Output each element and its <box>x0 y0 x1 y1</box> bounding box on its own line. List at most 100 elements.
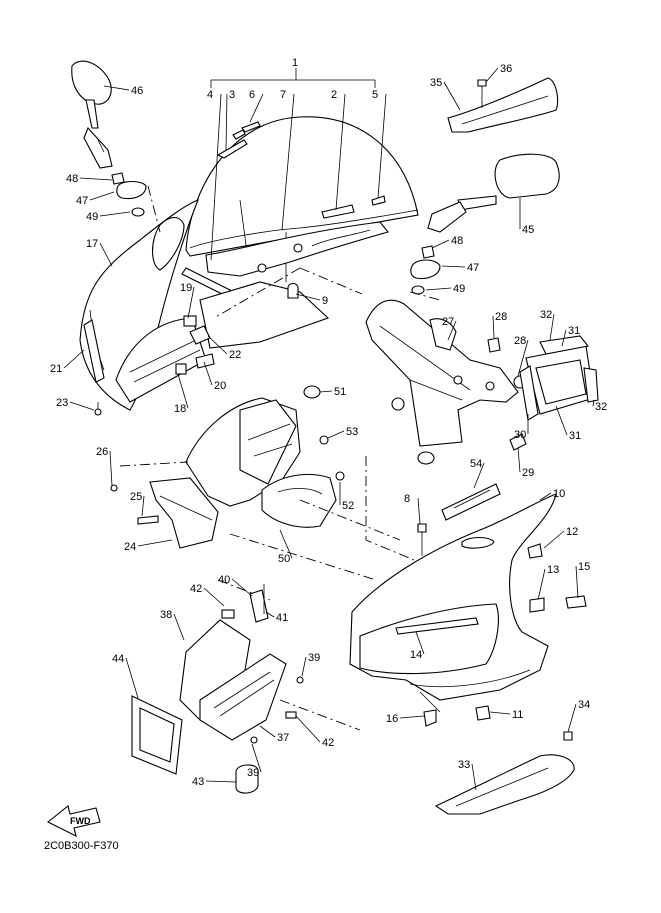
leader-line <box>177 373 189 409</box>
leader-line <box>141 495 145 517</box>
leader-line <box>103 85 130 91</box>
leader-line <box>279 529 293 559</box>
inner-panel-part-50 <box>185 397 337 528</box>
leader-line <box>125 657 139 699</box>
leader-line <box>539 492 552 501</box>
part-number-label: 9 <box>322 295 328 307</box>
under-cover-part-33 <box>434 731 575 815</box>
side-cover-part-24 <box>110 477 219 549</box>
leader-line <box>549 313 555 341</box>
mirror-base-right <box>410 245 441 295</box>
part-number-label: 28 <box>495 311 507 323</box>
stay-part-27 <box>365 299 519 447</box>
part-number-label: 39 <box>247 767 259 779</box>
mirror-base-left <box>111 172 147 217</box>
part-number-label: 49 <box>453 283 465 295</box>
leader-line <box>225 93 228 151</box>
leader-line <box>327 430 345 439</box>
dash-line <box>229 533 377 581</box>
leader-line <box>517 447 521 473</box>
part-number-label: 15 <box>578 561 590 573</box>
leader-line <box>377 93 387 199</box>
side-cowl-part-10 <box>349 493 557 713</box>
part-number-label: 27 <box>442 316 454 328</box>
part-number-label: 26 <box>96 446 108 458</box>
part-number-label: 34 <box>578 699 590 711</box>
bracket-part-40 <box>249 584 269 623</box>
part-number-label: 16 <box>386 713 398 725</box>
bolt-part-23 <box>94 402 102 416</box>
screw-part-8 <box>417 523 427 556</box>
part-number-label: 4 <box>207 89 213 101</box>
part-number-label: 49 <box>86 211 98 223</box>
clip-part-11 <box>475 705 491 721</box>
part-number-label: 46 <box>131 85 143 97</box>
leader-line <box>555 405 568 436</box>
leader-line <box>425 287 452 291</box>
leader-line <box>575 565 579 599</box>
clip-part-42 <box>285 711 297 719</box>
leader-line <box>69 401 95 411</box>
part-number-label: 20 <box>214 380 226 392</box>
part-number-label: 17 <box>86 238 98 250</box>
meter-bracket <box>519 335 599 421</box>
dash-line <box>299 267 363 295</box>
clip-part-9 <box>287 282 299 299</box>
leader-line <box>415 631 425 655</box>
leader-line <box>471 763 477 791</box>
leader-line <box>265 611 275 618</box>
part-number-label: 33 <box>458 759 470 771</box>
part-number-label: 14 <box>410 649 422 661</box>
part-number-label: 50 <box>278 553 290 565</box>
part-number-label: 31 <box>569 430 581 442</box>
dash-line <box>365 456 415 561</box>
part-number-label: 6 <box>249 89 255 101</box>
part-number-label: 51 <box>334 386 346 398</box>
leader-line <box>447 320 457 341</box>
leader-line <box>210 93 222 261</box>
part-number-label: 7 <box>280 89 286 101</box>
part-number-label: 23 <box>56 397 68 409</box>
part-number-label: 38 <box>160 609 172 621</box>
fastener-part-16 <box>423 709 437 727</box>
screw-part-39 <box>250 676 304 744</box>
leader-line <box>319 390 333 393</box>
part-number-label: 10 <box>553 488 565 500</box>
bolt-part-29 <box>509 433 527 451</box>
part-number-label: 19 <box>180 282 192 294</box>
mirror-right-part-45 <box>427 153 560 233</box>
leader-line <box>109 450 113 487</box>
leader-line <box>79 177 113 181</box>
part-number-label: 32 <box>595 401 607 413</box>
part-number-label: 42 <box>322 737 334 749</box>
inner-duct <box>115 315 215 403</box>
screw-part-53 <box>319 435 329 445</box>
leader-line <box>203 587 225 607</box>
leader-line <box>295 293 321 301</box>
leader-line <box>187 286 195 319</box>
part-number-label: 35 <box>430 77 442 89</box>
part-number-label: 41 <box>276 612 288 624</box>
part-number-label: 11 <box>512 709 523 721</box>
diagram-code: 2C0B300-F370 <box>44 840 119 852</box>
leader-line <box>251 743 262 773</box>
emblem-part-54 <box>441 483 501 521</box>
part-number-label: 3 <box>229 89 235 101</box>
leader-line <box>63 349 85 369</box>
part-number-label: 28 <box>514 335 526 347</box>
part-number-label: 36 <box>500 63 512 75</box>
part-number-label: 21 <box>50 363 62 375</box>
part-number-label: 43 <box>192 776 204 788</box>
leader-line <box>281 93 295 231</box>
leader-line <box>473 462 485 489</box>
leader-line <box>489 711 511 715</box>
bracket-part-1 <box>210 68 376 88</box>
air-duct-part-38 <box>179 609 287 741</box>
screw-part-52 <box>335 471 345 481</box>
leader-line <box>441 265 466 268</box>
fwd-label: FWD <box>70 816 91 826</box>
leader-line <box>203 361 213 386</box>
dash-line <box>213 267 301 319</box>
dash-line <box>299 499 401 541</box>
part-number-label: 29 <box>522 467 534 479</box>
